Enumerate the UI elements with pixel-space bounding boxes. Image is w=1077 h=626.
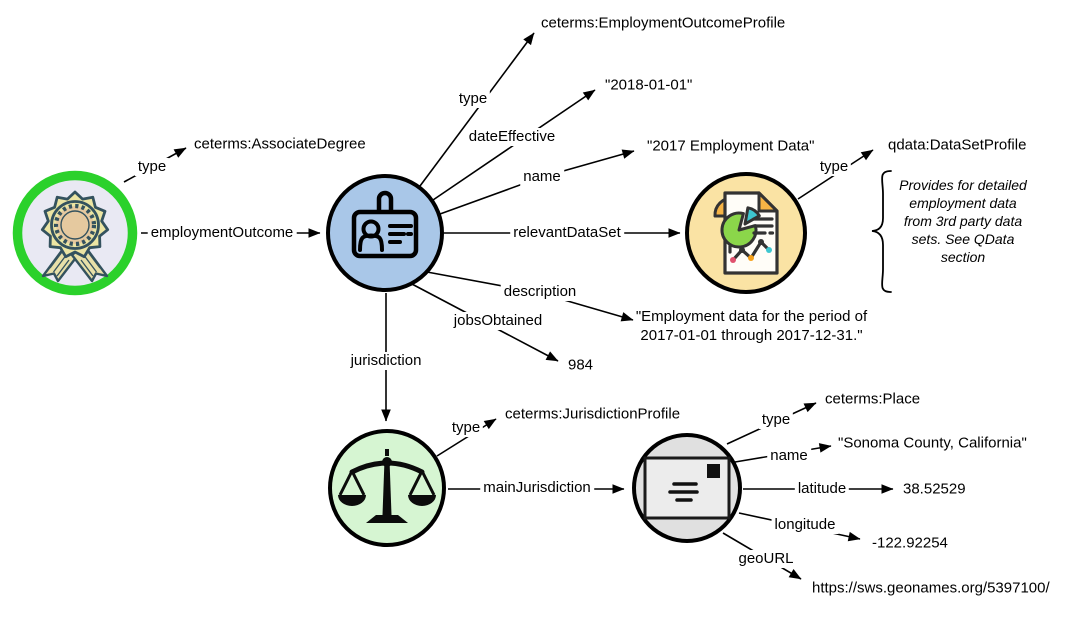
value-longitude: -122.92254: [872, 534, 948, 552]
node-place: [632, 433, 742, 543]
edge-label-geo-url: geoURL: [735, 550, 797, 568]
value-dataset-type: qdata:DataSetProfile: [888, 136, 1027, 154]
node-dataset-profile: [685, 172, 807, 294]
annotation-text: Provides for detailed employment data fr…: [899, 177, 1027, 265]
edge-label-relevant-data-set: relevantDataSet: [510, 224, 624, 242]
edge-label-date-effective: dateEffective: [465, 128, 559, 146]
node-credential-badge: [12, 170, 138, 296]
id-card-icon: [351, 190, 419, 259]
edge-label-jurisdiction: jurisdiction: [347, 352, 425, 370]
edge-label-credential-type: type: [134, 158, 170, 176]
edge-jurisdiction-type-line: [436, 418, 497, 457]
award-ribbon-icon: [40, 190, 110, 283]
value-eop-type: ceterms:EmploymentOutcomeProfile: [541, 14, 786, 32]
value-credential-type: ceterms:AssociateDegree: [194, 135, 366, 153]
edge-label-eop-name: name: [520, 168, 564, 186]
edge-label-description: description: [500, 283, 580, 301]
edge-label-place-name: name: [767, 447, 811, 465]
edge-label-main-jurisdiction: mainJurisdiction: [480, 479, 594, 497]
edge-label-employment-outcome: employmentOutcome: [147, 224, 297, 242]
node-employment-outcome-profile: [326, 174, 444, 292]
value-place-name: "Sonoma County, California": [838, 434, 1027, 452]
value-jurisdiction-type: ceterms:JurisdictionProfile: [505, 405, 681, 423]
value-latitude: 38.52529: [903, 480, 966, 498]
value-date-effective: "2018-01-01": [605, 76, 693, 94]
edge-label-latitude: latitude: [794, 480, 850, 498]
edge-label-place-type: type: [758, 411, 794, 429]
value-description: "Employment data for the period of 2017-…: [635, 308, 868, 344]
curly-brace: [871, 170, 892, 293]
node-jurisdiction-profile: [328, 429, 446, 547]
edge-label-eop-type: type: [455, 90, 491, 108]
value-geo-url: https://sws.geonames.org/5397100/: [812, 579, 1050, 597]
data-report-icon: [713, 191, 779, 275]
postcard-icon: [643, 456, 731, 520]
edge-label-dataset-type: type: [816, 158, 852, 176]
value-eop-name: "2017 Employment Data": [647, 137, 815, 155]
edge-label-jurisdiction-type: type: [448, 419, 484, 437]
edge-label-longitude: longitude: [771, 516, 839, 534]
value-place-type: ceterms:Place: [825, 390, 921, 408]
scales-icon: [338, 449, 436, 523]
edge-label-jobs-obtained: jobsObtained: [450, 312, 546, 330]
value-jobs-obtained: 984: [568, 356, 594, 374]
edge-eop-type-line: [419, 32, 535, 187]
